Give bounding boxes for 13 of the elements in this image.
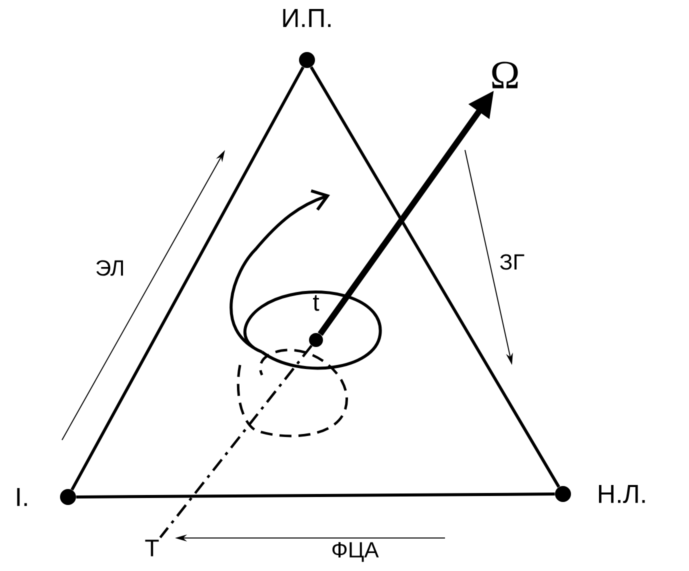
- triangle-side: [70, 66, 304, 491]
- node-label: T: [145, 540, 159, 556]
- node-label: Ω: [492, 62, 518, 88]
- side-label: ЗГ: [500, 254, 524, 270]
- node-label: I.: [17, 488, 27, 506]
- node-label: Н.Л.: [598, 484, 645, 504]
- triangle-side: [76, 492, 555, 498]
- side-label: ЭЛ: [96, 260, 123, 276]
- projection-line: [159, 344, 313, 538]
- node-label: И.П.: [283, 9, 331, 27]
- side-label: ФЦА: [332, 542, 379, 562]
- node-label: t: [313, 295, 320, 311]
- triangle-side: [310, 66, 560, 488]
